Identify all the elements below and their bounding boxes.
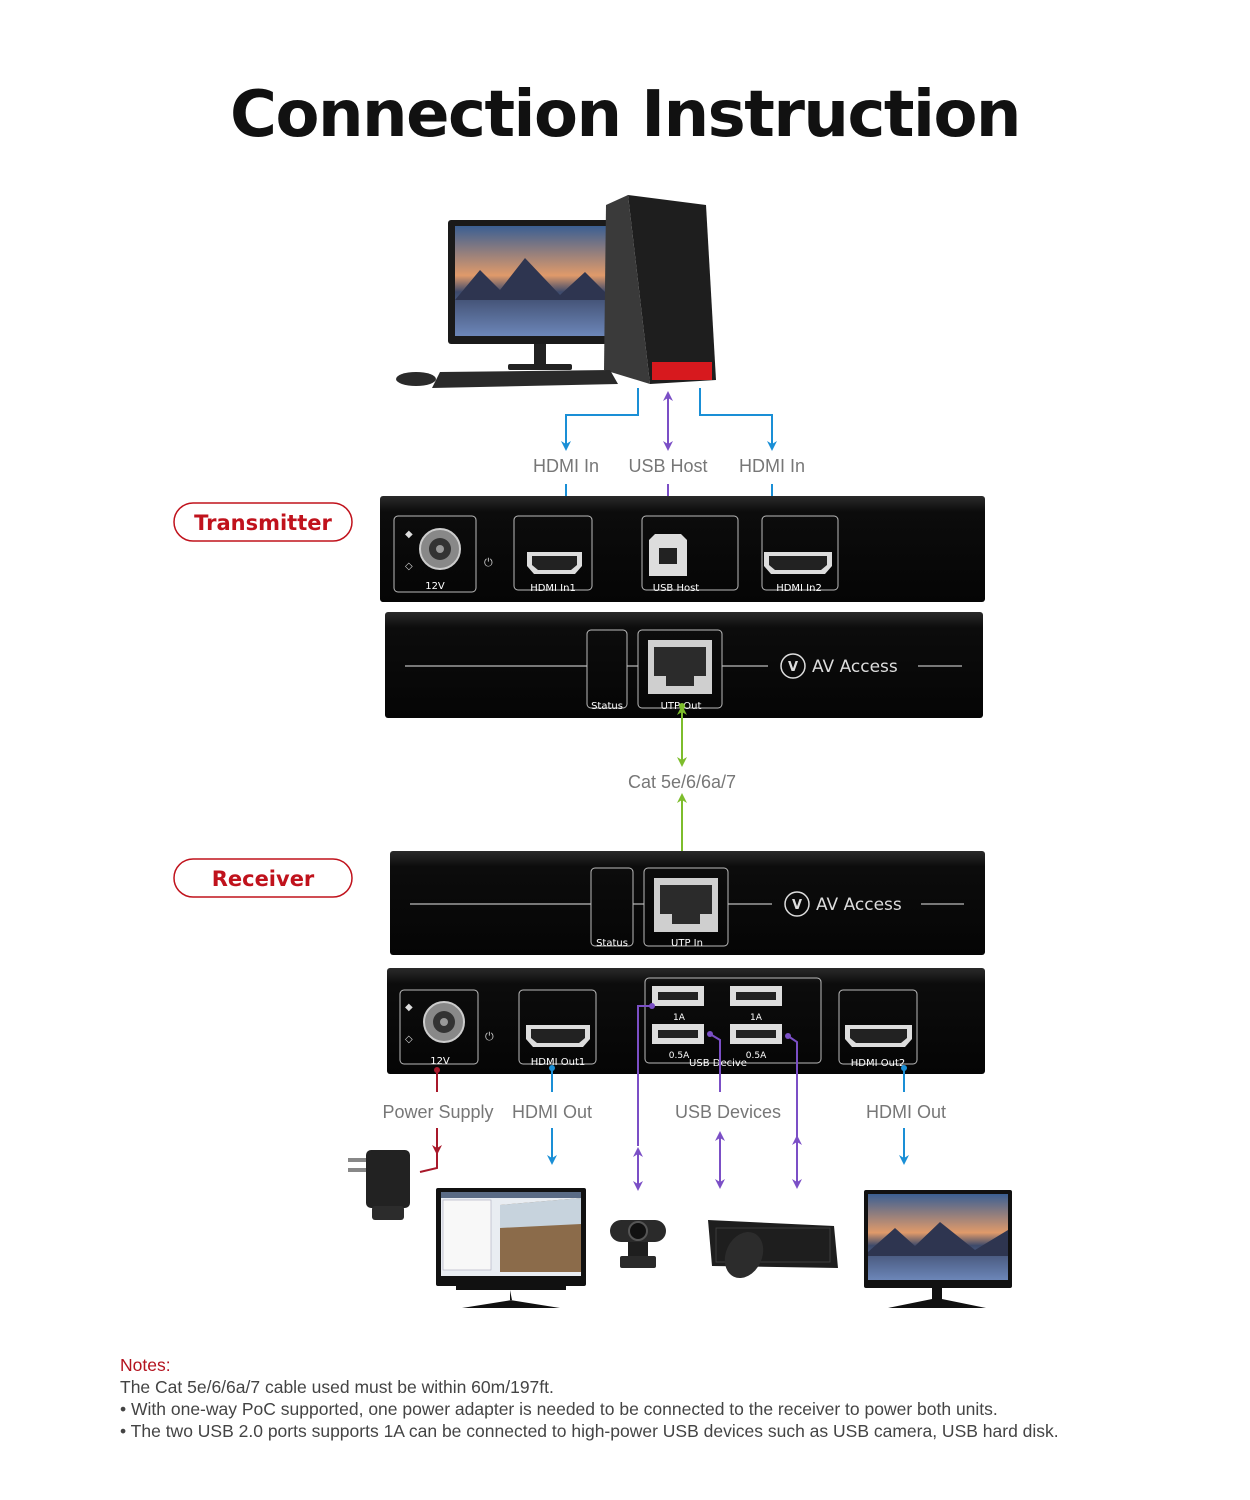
rx-utp-in-label: UTP In (671, 938, 703, 949)
usb-05a-right-label: 0.5A (746, 1051, 767, 1061)
hdmi-out-right-label: HDMI Out (866, 1102, 946, 1122)
transmitter-badge-label: Transmitter (194, 511, 332, 535)
usb-1a-right-label: 1A (750, 1013, 763, 1023)
hdmi-in-right-label: HDMI In (739, 456, 805, 476)
hdmi-out-left-label: HDMI Out (512, 1102, 592, 1122)
right-monitor-illustration (864, 1190, 1012, 1308)
receiver-badge-label: Receiver (212, 867, 315, 891)
rx-brand-label: AV Access (816, 895, 902, 915)
transmitter-badge: Transmitter (173, 502, 353, 542)
rx-status-label: Status (596, 938, 628, 949)
usb-host-label: USB Host (628, 456, 707, 476)
usb-devices-label: USB Devices (675, 1102, 781, 1122)
keyboard-mouse-illustration (708, 1220, 838, 1279)
av-access-logo-icon: V (792, 898, 802, 913)
usb-1a-left-label: 1A (673, 1013, 686, 1023)
notes-line: • With one-way PoC supported, one power … (120, 1399, 998, 1419)
hdmi-in-left-label: HDMI In (533, 456, 599, 476)
usb-05a-left-label: 0.5A (669, 1051, 690, 1061)
transmitter-front-panel: Status UTP Out V AV Access (385, 612, 983, 718)
usb-device-label: USB Decive (689, 1058, 747, 1069)
receiver-badge: Receiver (173, 858, 353, 898)
rx-hdmi-out2-label: HDMI Out2 (851, 1058, 905, 1069)
tx-status-label: Status (591, 701, 623, 712)
notes-line: The Cat 5e/6/6a/7 cable used must be wit… (120, 1377, 554, 1397)
power-led-icon: ⏻ (484, 556, 493, 569)
top-cables (561, 388, 777, 515)
receiver-front-panel: Status UTP In V AV Access (390, 851, 985, 955)
rx-hdmi-out1-label: HDMI Out1 (531, 1057, 585, 1068)
tx-hdmi-in2-label: HDMI In2 (776, 583, 822, 594)
notes-line: • The two USB 2.0 ports supports 1A can … (120, 1421, 1059, 1441)
notes-section: Notes: The Cat 5e/6/6a/7 cable used must… (120, 1354, 1200, 1442)
av-access-logo-icon: V (788, 660, 798, 675)
receiver-rear-panel: ◆ ◇ ⏻ 12V HDMI Out1 1A 1A 0.5A 0.5A USB … (387, 968, 985, 1074)
svg-text:◆: ◆ (405, 529, 413, 540)
svg-text:◇: ◇ (405, 1034, 413, 1045)
svg-text:◆: ◆ (405, 1002, 413, 1013)
desktop-pc-illustration (396, 195, 716, 388)
left-monitor-illustration (436, 1188, 586, 1308)
power-supply-label: Power Supply (382, 1102, 493, 1122)
tx-usb-host-label: USB Host (653, 583, 700, 594)
webcam-illustration (610, 1220, 666, 1268)
bottom-cables (419, 1003, 909, 1191)
tx-brand-label: AV Access (812, 657, 898, 677)
page-title: Connection Instruction (230, 78, 1021, 152)
tx-hdmi-in1-label: HDMI In1 (530, 583, 576, 594)
notes-heading: Notes: (120, 1355, 171, 1375)
transmitter-rear-panel: ◆ ◇ ⏻ 12V HDMI In1 USB Host HDMI In2 (380, 496, 985, 602)
rx-power-label: 12V (430, 1056, 450, 1067)
power-adapter-illustration (348, 1150, 410, 1220)
svg-text:◇: ◇ (405, 561, 413, 572)
tx-power-label: 12V (425, 581, 445, 592)
cable-label: Cat 5e/6/6a/7 (628, 772, 736, 792)
power-led-icon: ⏻ (485, 1030, 494, 1043)
